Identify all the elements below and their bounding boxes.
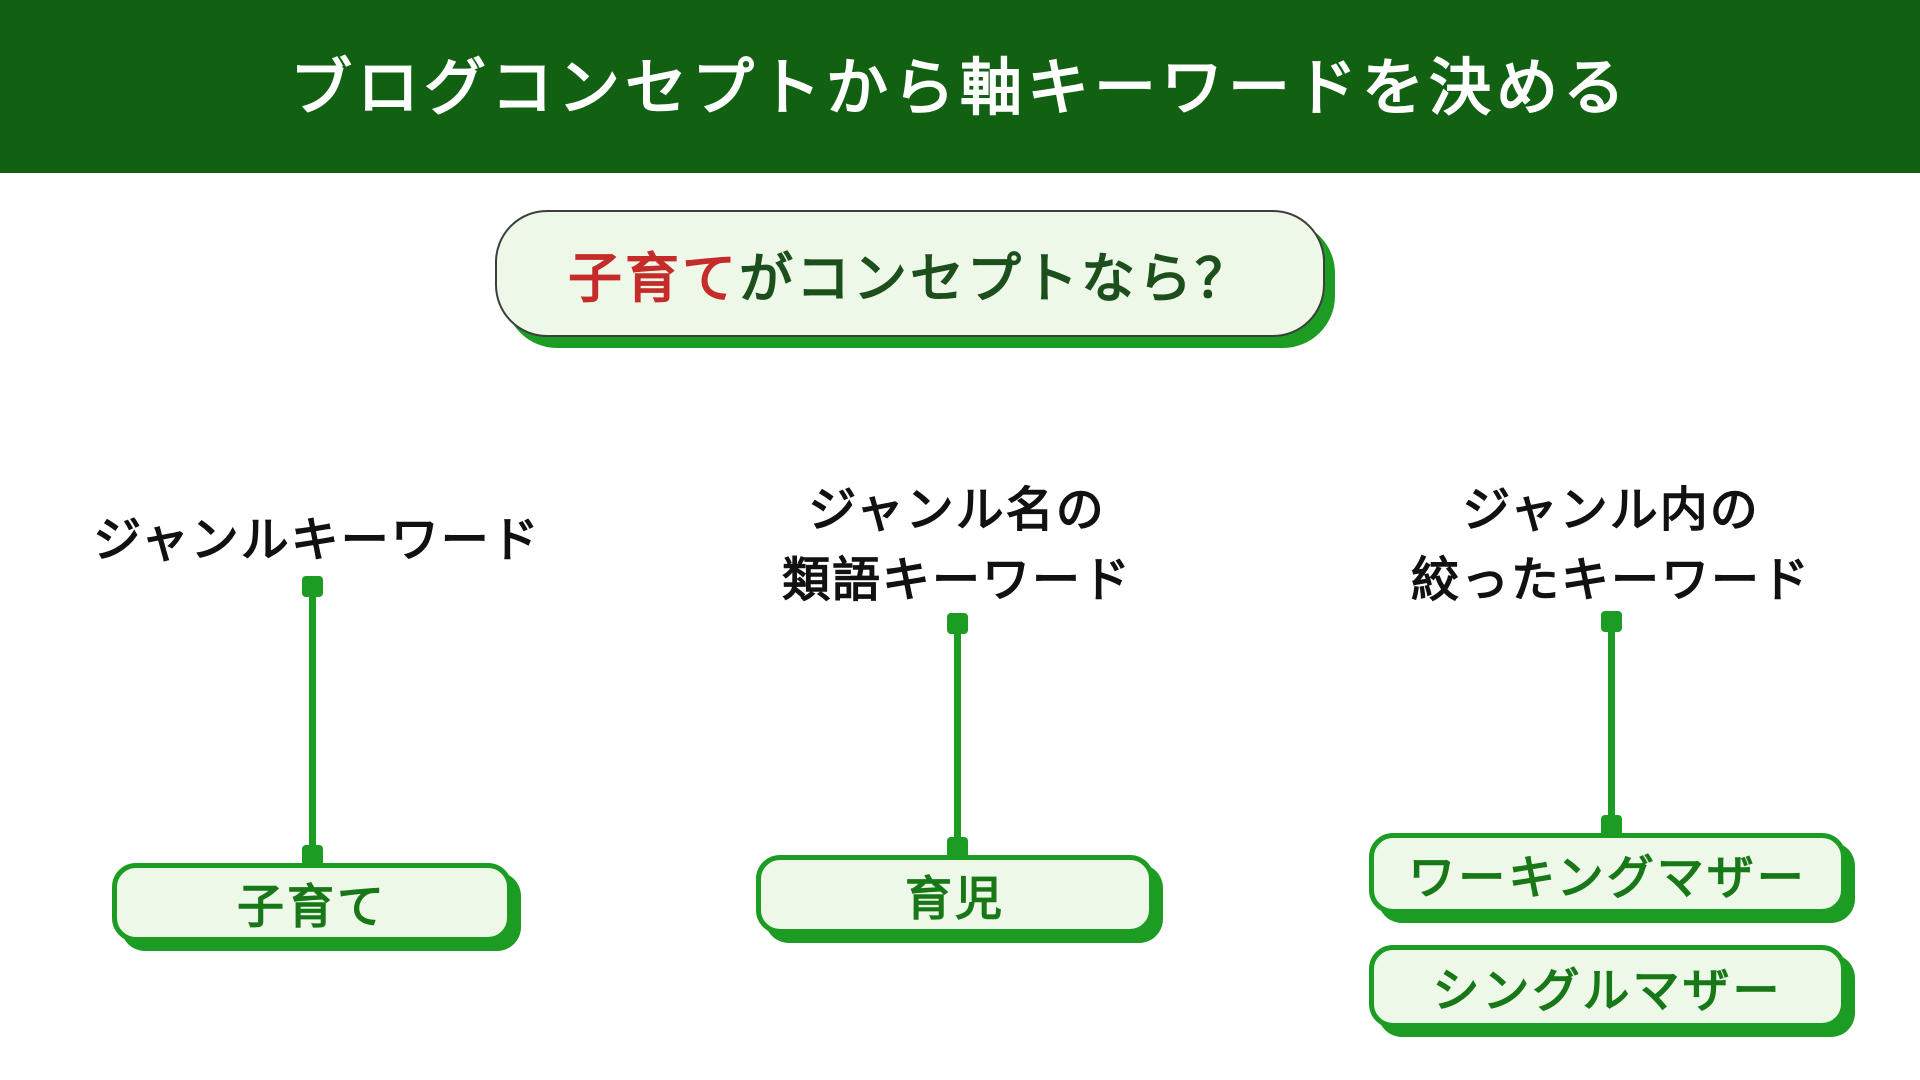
column-label-line: 絞ったキーワード <box>1410 554 1811 607</box>
connector-bottom-square <box>946 837 968 858</box>
concept-highlight-text: 子育て <box>568 249 739 309</box>
connector-bottom-square <box>301 845 323 866</box>
connector-genre <box>301 576 323 866</box>
connector-line <box>1607 629 1615 818</box>
keyword-box-body: 子育て <box>112 863 512 942</box>
concept-rest-text: がコンセプトなら？ <box>739 249 1252 309</box>
keyword-box-body: 育児 <box>756 855 1154 934</box>
column-label-genre-keyword: ジャンルキーワード <box>67 506 567 576</box>
connector-synonym <box>946 613 968 858</box>
connector-top-square <box>946 613 968 634</box>
keyword-box-body: ワーキングマザー <box>1369 833 1846 914</box>
keyword-box-working-mother: ワーキングマザー <box>1369 833 1855 923</box>
keyword-box-single-mother: シングルマザー <box>1369 945 1855 1037</box>
connector-top-square <box>1600 611 1622 632</box>
keyword-box-ikuji: 育児 <box>756 855 1163 943</box>
connector-bottom-square <box>1600 815 1622 836</box>
column-label-line: ジャンル名の <box>808 484 1106 537</box>
keyword-box-body: シングルマザー <box>1369 945 1846 1028</box>
connector-top-square <box>301 576 323 597</box>
concept-badge-body: 子育てがコンセプトなら？ <box>495 210 1325 337</box>
column-label-synonym-keyword: ジャンル名の 類語キーワード <box>707 476 1207 616</box>
connector-line <box>953 631 961 840</box>
column-label-narrowed-keyword: ジャンル内の 絞ったキーワード <box>1361 476 1861 616</box>
connector-narrowed <box>1600 611 1622 836</box>
title-banner: ブログコンセプトから軸キーワードを決める <box>0 0 1920 173</box>
keyword-box-kosodate: 子育て <box>112 863 521 951</box>
connector-line <box>308 594 316 848</box>
column-label-line: 類語キーワード <box>781 554 1132 607</box>
page-title: ブログコンセプトから軸キーワードを決める <box>289 53 1630 123</box>
column-label-line: ジャンル内の <box>1462 484 1760 537</box>
column-label-line: ジャンルキーワード <box>93 514 541 567</box>
concept-badge: 子育てがコンセプトなら？ <box>495 210 1335 348</box>
